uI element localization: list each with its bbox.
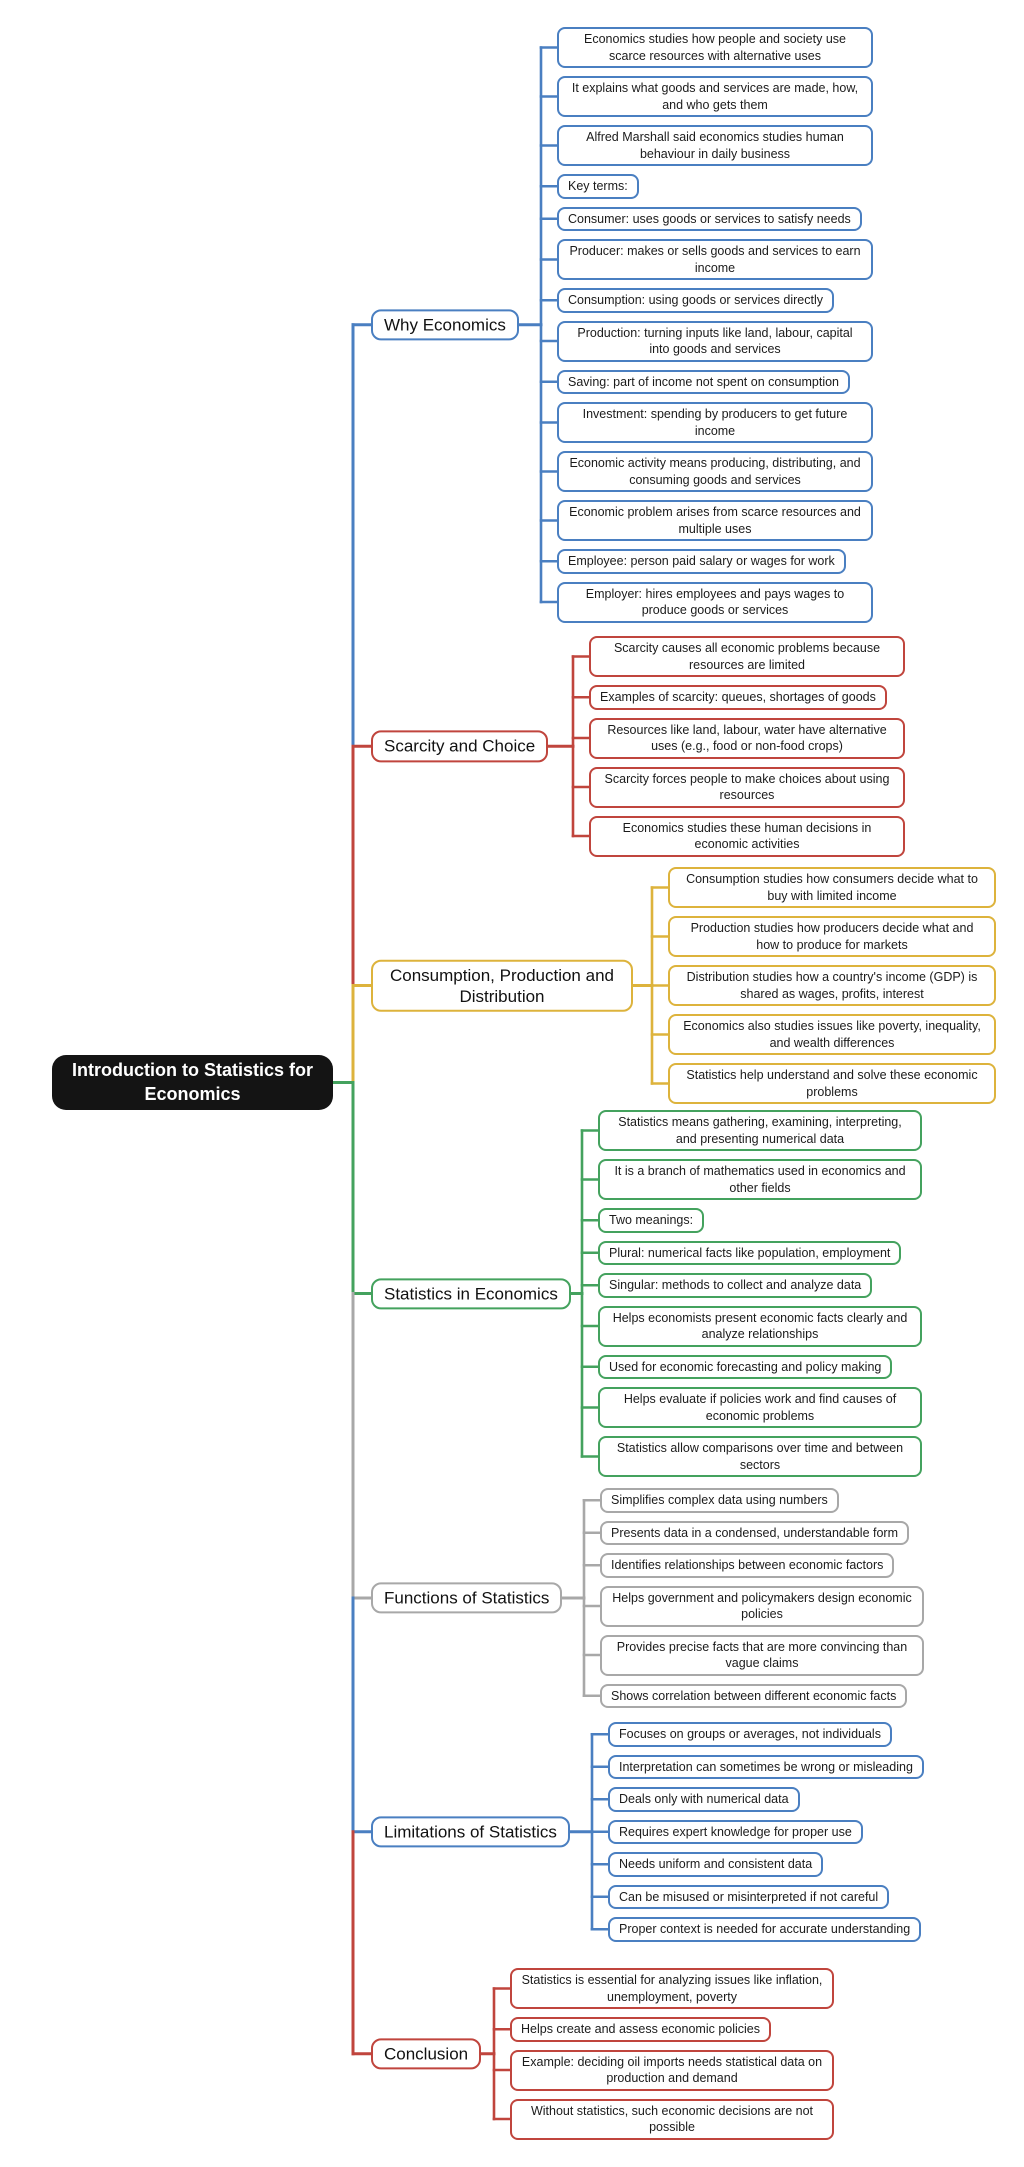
leaf-node: Requires expert knowledge for proper use (608, 1819, 863, 1844)
leaf-node: Can be misused or misinterpreted if not … (608, 1884, 890, 1909)
leaf-node: Economic activity means producing, distr… (557, 451, 873, 492)
leaf-node: Economics also studies issues like pover… (668, 1014, 996, 1055)
leaf-node: Two meanings: (598, 1208, 705, 1233)
leaf-node: Statistics allow comparisons over time a… (598, 1436, 922, 1477)
leaf-node: Helps government and policymakers design… (600, 1585, 924, 1627)
leaf-node: It is a branch of mathematics used in ec… (598, 1159, 922, 1200)
branch-group-consumption-production-and-distribution: Consumption, Production and Distribution… (0, 867, 1024, 1104)
leaf-node: Scarcity causes all economic problems be… (589, 636, 905, 677)
leaf-node: Helps create and assess economic policie… (510, 2017, 772, 2042)
leaf-node: Provides precise facts that are more con… (600, 1634, 924, 1676)
leaf-node: Example: deciding oil imports needs stat… (510, 2049, 834, 2091)
branch-node-scarcity-and-choice: Scarcity and Choice (371, 730, 549, 762)
leaf-node: Simplifies complex data using numbers (600, 1488, 839, 1513)
branch-node-why-economics: Why Economics (371, 309, 519, 341)
leaf-node: Needs uniform and consistent data (608, 1852, 824, 1877)
leaf-node: Employer: hires employees and pays wages… (557, 581, 873, 623)
leaf-node: Proper context is needed for accurate un… (608, 1917, 922, 1942)
leaf-node: Deals only with numerical data (608, 1787, 800, 1812)
leaf-node: Distribution studies how a country's inc… (668, 965, 996, 1006)
leaf-node: Statistics is essential for analyzing is… (510, 1968, 834, 2009)
central-topic-node: Introduction to Statistics for Economics (52, 1055, 333, 1110)
leaf-node: Investment: spending by producers to get… (557, 402, 873, 443)
leaf-node: Examples of scarcity: queues, shortages … (589, 685, 887, 710)
leaf-node: Consumption: using goods or services dir… (557, 288, 834, 313)
leaf-node: Saving: part of income not spent on cons… (557, 369, 850, 394)
leaf-node: Economics studies how people and society… (557, 27, 873, 68)
leaf-node: Consumer: uses goods or services to sati… (557, 206, 862, 231)
leaf-node: Economic problem arises from scarce reso… (557, 500, 873, 541)
branch-group-conclusion: Conclusion Statistics is essential for a… (0, 1968, 1024, 2140)
leaf-node: Plural: numerical facts like population,… (598, 1240, 902, 1265)
leaf-stack: Scarcity causes all economic problems be… (589, 636, 905, 857)
leaf-node: Without statistics, such economic decisi… (510, 2098, 834, 2140)
branch-node-limitations-of-statistics: Limitations of Statistics (371, 1816, 570, 1848)
branch-group-statistics-in-economics: Statistics in Economics Statistics means… (0, 1110, 1024, 1477)
leaf-stack: Statistics means gathering, examining, i… (598, 1110, 922, 1477)
leaf-node: Alfred Marshall said economics studies h… (557, 125, 873, 166)
leaf-node: Focuses on groups or averages, not indiv… (608, 1722, 892, 1747)
branch-group-scarcity-and-choice: Scarcity and Choice Scarcity causes all … (0, 636, 1024, 857)
leaf-node: Scarcity forces people to make choices a… (589, 766, 905, 808)
leaf-node: Statistics means gathering, examining, i… (598, 1110, 922, 1151)
leaf-node: Employee: person paid salary or wages fo… (557, 549, 846, 574)
leaf-node: Presents data in a condensed, understand… (600, 1520, 909, 1545)
leaf-node: Production studies how producers decide … (668, 916, 996, 957)
leaf-node: Key terms: (557, 174, 639, 199)
leaf-node: It explains what goods and services are … (557, 76, 873, 117)
branch-group-limitations-of-statistics: Limitations of Statistics Focuses on gro… (0, 1722, 1024, 1942)
leaf-node: Identifies relationships between economi… (600, 1553, 895, 1578)
leaf-stack: Statistics is essential for analyzing is… (510, 1968, 834, 2140)
leaf-node: Producer: makes or sells goods and servi… (557, 239, 873, 280)
leaf-stack: Focuses on groups or averages, not indiv… (608, 1722, 924, 1942)
branch-node-consumption-production-and-distribution: Consumption, Production and Distribution (371, 959, 633, 1012)
leaf-node: Consumption studies how consumers decide… (668, 867, 996, 908)
leaf-node: Helps economists present economic facts … (598, 1305, 922, 1347)
branch-group-why-economics: Why Economics Economics studies how peop… (0, 27, 1024, 623)
leaf-node: Helps evaluate if policies work and find… (598, 1387, 922, 1428)
leaf-stack: Economics studies how people and society… (557, 27, 873, 623)
leaf-node: Economics studies these human decisions … (589, 815, 905, 857)
branch-node-functions-of-statistics: Functions of Statistics (371, 1582, 563, 1614)
branch-node-conclusion: Conclusion (371, 2038, 482, 2070)
leaf-node: Statistics help understand and solve the… (668, 1063, 996, 1104)
leaf-node: Interpretation can sometimes be wrong or… (608, 1754, 924, 1779)
leaf-node: Singular: methods to collect and analyze… (598, 1273, 873, 1298)
branch-group-functions-of-statistics: Functions of Statistics Simplifies compl… (0, 1488, 1024, 1708)
leaf-node: Production: turning inputs like land, la… (557, 320, 873, 362)
leaf-stack: Consumption studies how consumers decide… (668, 867, 996, 1104)
leaf-node: Shows correlation between different econ… (600, 1683, 908, 1708)
leaf-node: Used for economic forecasting and policy… (598, 1354, 893, 1379)
leaf-node: Resources like land, labour, water have … (589, 717, 905, 759)
branch-node-statistics-in-economics: Statistics in Economics (371, 1277, 571, 1310)
